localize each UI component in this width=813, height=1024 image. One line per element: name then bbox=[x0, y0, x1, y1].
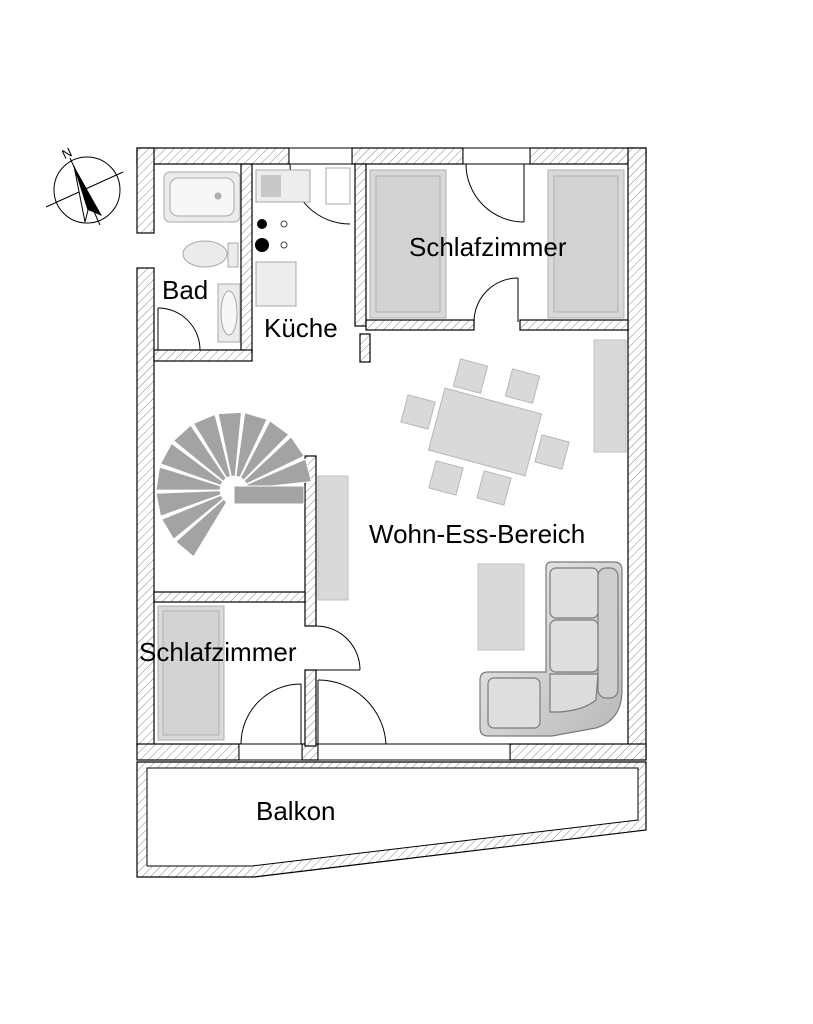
stair-landing bbox=[233, 485, 305, 505]
room-label-schlafzimmer-lower: Schlafzimmer bbox=[139, 637, 297, 667]
upper-bedroom-beds bbox=[369, 169, 625, 319]
wall-bottom-left bbox=[136, 743, 240, 761]
room-label-schlafzimmer-upper: Schlafzimmer bbox=[409, 232, 567, 262]
dining-table bbox=[427, 387, 543, 477]
stair-tread bbox=[174, 498, 228, 558]
fridge bbox=[255, 261, 297, 307]
corner-sofa bbox=[479, 561, 623, 737]
stair-tread bbox=[239, 420, 290, 481]
north-compass-icon: N bbox=[45, 144, 124, 226]
wall-mid-vertical-lower bbox=[304, 669, 317, 747]
wall-lower-bedroom-top bbox=[153, 591, 306, 603]
chair bbox=[476, 470, 512, 506]
wall-bedroom-bottom-left bbox=[365, 319, 475, 331]
kitchen-counter-right bbox=[325, 167, 351, 205]
room-label-kueche: Küche bbox=[264, 313, 338, 343]
wall-left-lower bbox=[136, 267, 155, 747]
wall-kitchen-stub bbox=[359, 333, 371, 363]
walls bbox=[136, 147, 647, 761]
wall-top-mid bbox=[351, 147, 464, 165]
wall-mid-vertical bbox=[304, 455, 317, 627]
room-label-wohn-ess-bereich: Wohn-Ess-Bereich bbox=[369, 519, 585, 549]
spiral-staircase bbox=[155, 411, 313, 558]
wall-top-left bbox=[136, 147, 290, 165]
stair-tread bbox=[159, 442, 224, 486]
chair bbox=[452, 358, 489, 394]
stove-icon bbox=[255, 219, 288, 252]
wall-bath-kitchen bbox=[240, 163, 253, 355]
chair bbox=[428, 460, 464, 496]
chair bbox=[534, 434, 570, 470]
room-label-bad: Bad bbox=[162, 275, 208, 305]
stair-tread bbox=[172, 424, 227, 482]
toilet bbox=[182, 240, 228, 268]
stair-tread bbox=[243, 436, 305, 485]
stair-tread bbox=[160, 494, 224, 541]
bathroom-fixtures bbox=[163, 171, 241, 343]
wall-right bbox=[627, 147, 647, 759]
wall-bottom-right bbox=[509, 743, 647, 761]
lower-bedroom-bed bbox=[157, 605, 225, 741]
kitchen-fixtures bbox=[255, 167, 351, 307]
stair-tread bbox=[155, 490, 222, 517]
chair bbox=[504, 368, 541, 404]
wall-left-upper bbox=[136, 147, 155, 234]
wall-bedroom-bottom-right bbox=[519, 319, 629, 331]
compass-north-letter: N bbox=[59, 144, 74, 162]
wall-cabinet bbox=[593, 339, 627, 453]
stair-tread bbox=[217, 411, 242, 477]
window-openings bbox=[238, 147, 531, 761]
wall-bedroom-left bbox=[354, 163, 367, 327]
dining-set bbox=[400, 358, 570, 506]
room-label-balkon: Balkon bbox=[256, 796, 336, 826]
sideboard bbox=[317, 475, 349, 601]
balcony bbox=[136, 761, 647, 878]
chair bbox=[400, 394, 436, 430]
stair-tread bbox=[192, 413, 232, 479]
stair-tread bbox=[155, 466, 222, 491]
coffee-table bbox=[477, 563, 525, 651]
wall-bath-bottom bbox=[153, 349, 253, 362]
room-labels: Bad Küche Schlafzimmer Wohn-Ess-Bereich … bbox=[139, 232, 585, 826]
stair-tread bbox=[235, 412, 268, 478]
